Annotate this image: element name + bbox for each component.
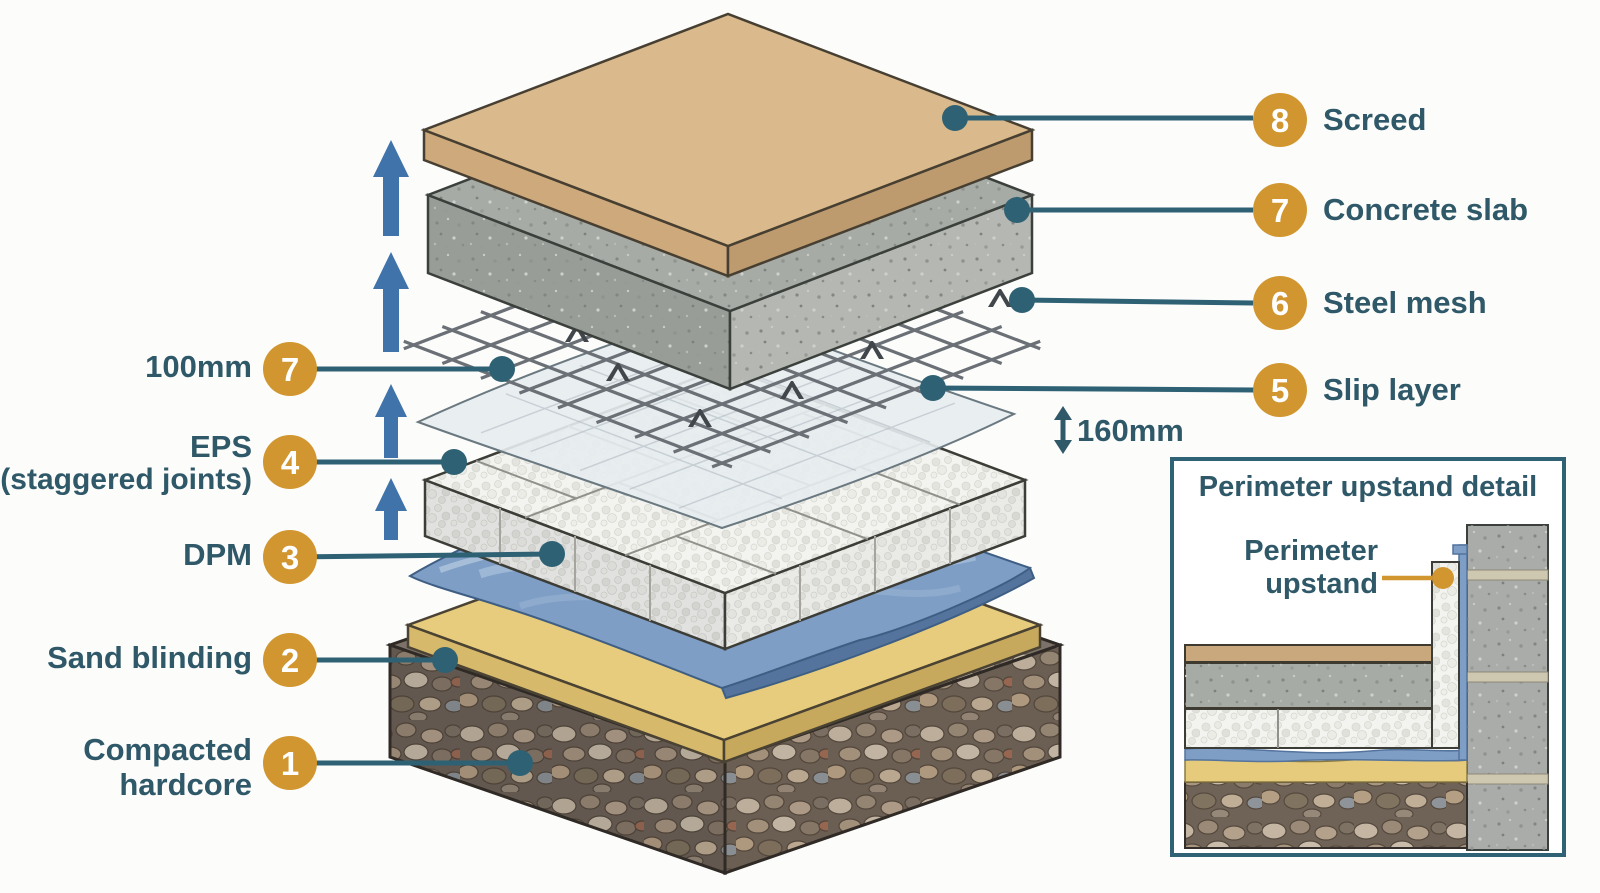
up-arrow-icon xyxy=(373,140,409,236)
leader-dots xyxy=(432,105,1035,776)
up-arrow-icon xyxy=(375,384,407,458)
screed-layer xyxy=(420,12,1036,278)
inset-callout-leader xyxy=(1382,567,1454,589)
badge-6-steel-mesh: 6 xyxy=(1253,276,1307,330)
label-eps: EPS (staggered joints) xyxy=(0,429,252,496)
label-compacted-hardcore: Compacted hardcore xyxy=(83,732,252,802)
updown-arrow-icon xyxy=(1054,406,1072,454)
label-steel-mesh: Steel mesh xyxy=(1323,285,1487,320)
badge-2-sand-blinding: 2 xyxy=(263,633,317,687)
inset-upstand xyxy=(1431,544,1468,761)
badge-1-compacted-hardcore: 1 xyxy=(263,736,317,790)
label-slip-layer: Slip layer xyxy=(1323,372,1461,407)
inset-blockwork-wall xyxy=(1466,524,1549,851)
inset-title: Perimeter upstand detail xyxy=(1198,471,1538,503)
label-dpm: DPM xyxy=(183,537,252,572)
badge-3-dpm: 3 xyxy=(263,530,317,584)
badge-7-concrete-slab: 7 xyxy=(1253,183,1307,237)
label-100mm: 100mm xyxy=(145,349,252,384)
badge-5-slip-layer: 5 xyxy=(1253,363,1307,417)
dimension-160mm: 160mm xyxy=(1077,413,1184,448)
leader-lines xyxy=(289,115,1256,766)
up-arrow-icon xyxy=(373,252,409,352)
label-screed: Screed xyxy=(1323,102,1427,137)
badge-4-eps: 4 xyxy=(263,435,317,489)
perimeter-upstand-callout: Perimeter upstand xyxy=(1244,535,1378,600)
badge-8-screed: 8 xyxy=(1253,93,1307,147)
badge-7-100mm: 7 xyxy=(263,342,317,396)
perimeter-upstand-inset: Perimeter upstand detail Perimeter upsta… xyxy=(1170,457,1566,857)
label-sand-blinding: Sand blinding xyxy=(47,640,252,675)
up-arrow-icon xyxy=(375,478,407,540)
inset-section-illustration xyxy=(1184,524,1549,851)
label-concrete-slab: Concrete slab xyxy=(1323,192,1529,227)
inset-floor-strips xyxy=(1184,644,1468,849)
explode-up-arrows xyxy=(373,140,409,540)
